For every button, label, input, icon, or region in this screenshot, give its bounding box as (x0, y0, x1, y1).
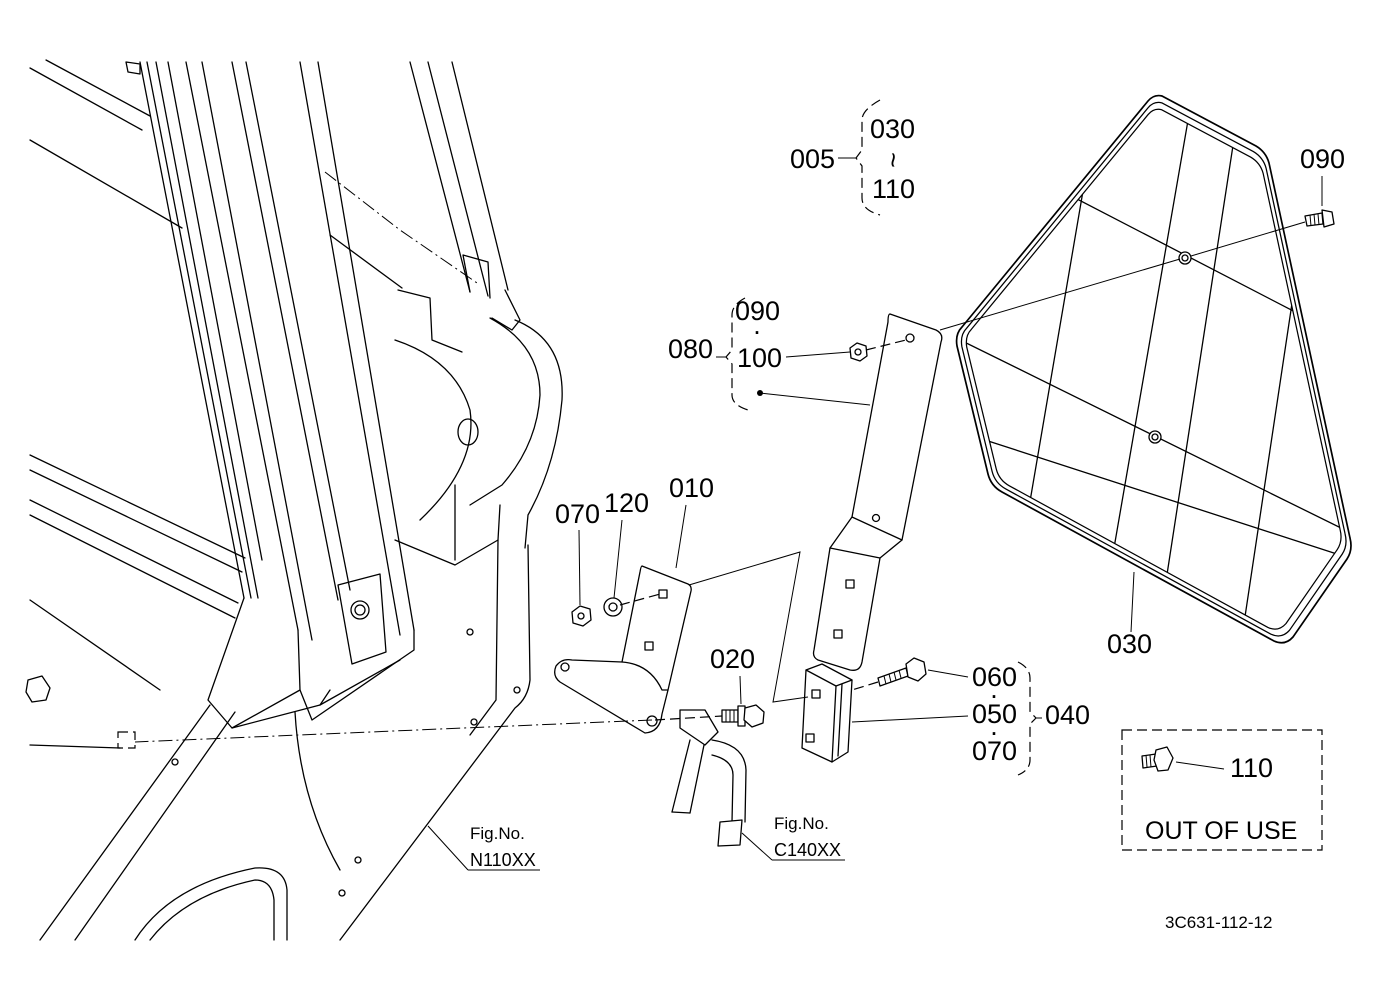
callout-030: 030 (1107, 629, 1152, 659)
nut-100 (849, 342, 868, 362)
bolt-110-icon (1141, 746, 1174, 772)
figure-ref-caption: Fig.No. (470, 824, 525, 843)
callout-040: 040 (1045, 700, 1090, 730)
callout-080-a: 090 (735, 296, 780, 326)
out-of-use-part: 110 (1230, 753, 1273, 783)
callout-090: 090 (1300, 144, 1345, 174)
bolt-020 (721, 704, 765, 728)
callout-080: 080 (668, 334, 713, 364)
callout-010: 010 (669, 473, 714, 503)
group-braces (716, 99, 1042, 776)
callouts: 005 030 ~ 110 090 080 090 · 100 070 120 … (555, 114, 1345, 766)
washer-120 (603, 597, 623, 617)
harness (671, 709, 747, 847)
callout-040-a: 060 (972, 662, 1017, 692)
figure-ref-c140xx: Fig.No. C140XX (772, 814, 845, 861)
callout-040-c: 070 (972, 736, 1017, 766)
nut-icon (25, 675, 51, 703)
callout-040-separator-2: · (990, 717, 999, 747)
callout-070: 070 (555, 499, 600, 529)
cab-frame (25, 59, 563, 941)
callout-040-b: 050 (972, 699, 1017, 729)
clamp-plate (801, 663, 853, 763)
bracket-010 (554, 565, 692, 734)
callout-005-from: 030 (870, 114, 915, 144)
out-of-use-box: 110 OUT OF USE (1121, 729, 1323, 851)
callout-005: 005 (790, 144, 835, 174)
callout-005-range: ~ (878, 152, 908, 168)
figure-ref-number: N110XX (470, 850, 536, 870)
stay-bracket (812, 313, 943, 671)
nut-070 (571, 605, 592, 627)
grid-panel (955, 94, 1352, 644)
leader-lines (134, 176, 1323, 871)
drawing-number: 3C631-112-12 (1165, 913, 1272, 932)
figure-ref-number: C140XX (774, 840, 841, 860)
callout-080-b: 100 (737, 343, 782, 373)
callout-040-separator-1: · (990, 680, 999, 710)
out-of-use-label: OUT OF USE (1145, 817, 1297, 845)
bolt-090 (1304, 209, 1335, 228)
bolt-060 (877, 657, 927, 687)
callout-080-separator: · (753, 316, 762, 346)
callout-120: 120 (604, 488, 649, 518)
figure-ref-caption: Fig.No. (774, 814, 829, 833)
callout-020: 020 (710, 644, 755, 674)
hinge (337, 573, 387, 665)
figure-ref-n110xx: Fig.No. N110XX (468, 824, 540, 871)
callout-005-to: 110 (872, 174, 915, 204)
